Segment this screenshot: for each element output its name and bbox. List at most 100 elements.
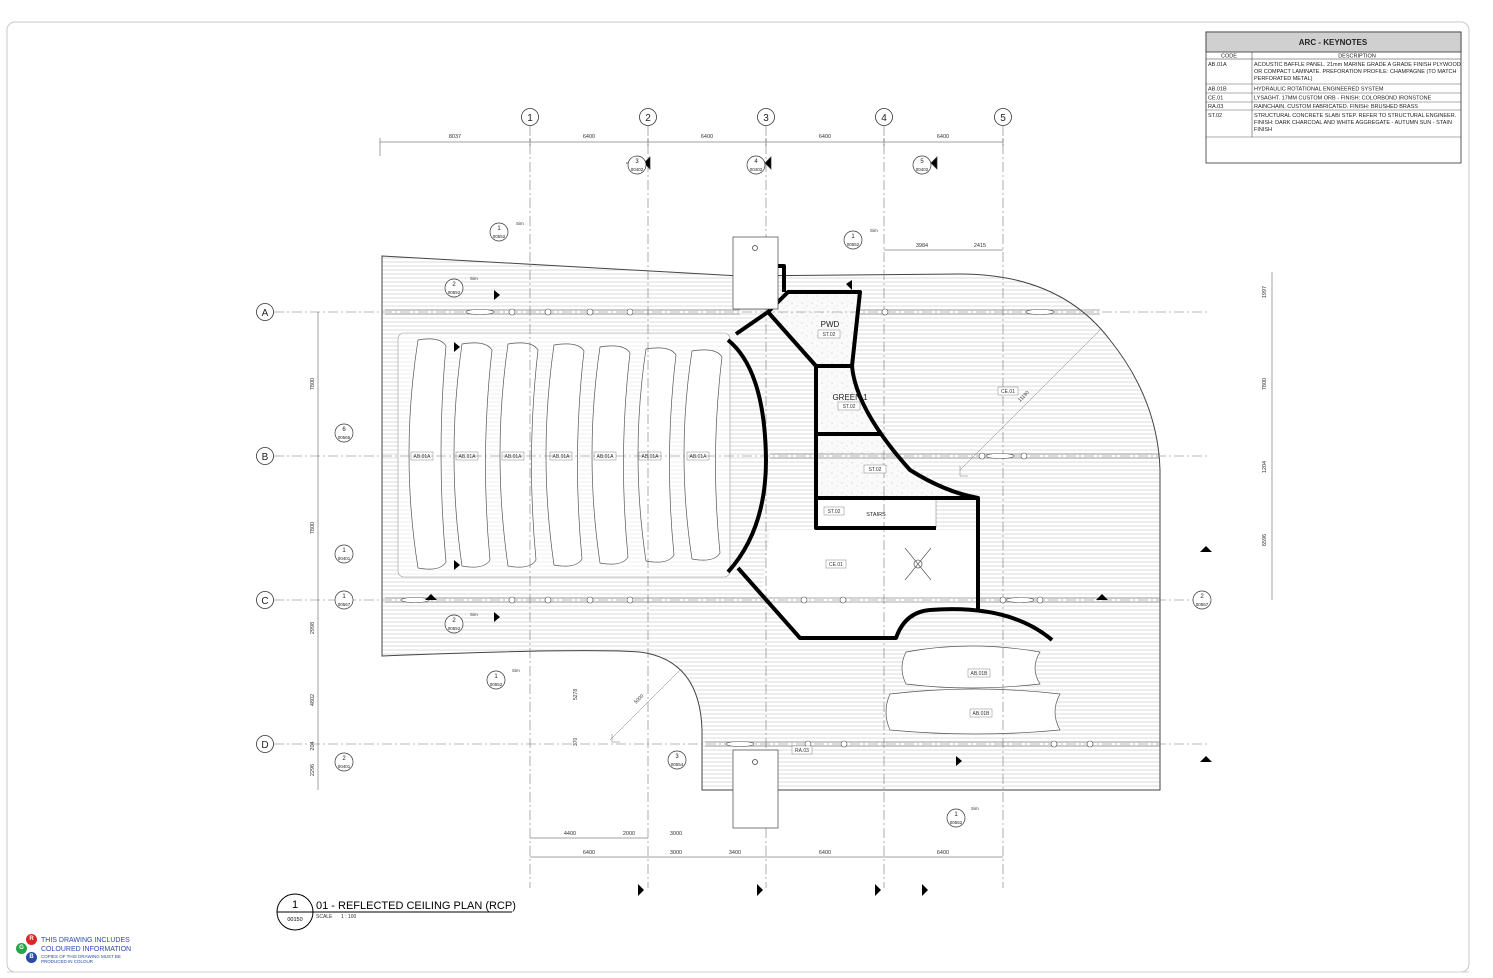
marker-num: 1 [497,226,501,232]
marker-sim: Sim [470,276,478,281]
marker-num: 1 [342,548,346,554]
keynotes-col-description: DESCRIPTION [1338,54,1376,60]
marker-ref: 00567 [338,602,351,607]
marker-ref: 00552 [448,626,461,631]
dim-bottom: 4400 [564,831,576,837]
tag-ce01: CE.01 [1001,389,1015,395]
legend-line3: COPIES OF THIS DRAWING MUST BE [41,954,121,959]
keynote-description: HYDRAULIC ROTATIONAL ENGINEERED SYSTEM [1254,87,1384,93]
title-number: 1 [292,899,298,911]
marker-ref: 00401 [338,556,351,561]
keynote-code: RA.03 [1208,104,1223,110]
keynote-code: ST.02 [1208,113,1222,119]
legend-line2: COLOURED INFORMATION [41,946,132,953]
marker-ref: 00552 [448,290,461,295]
marker-num: 2 [342,756,346,762]
room-label-green1: GREEN 1 [832,393,868,402]
core-walls [726,264,1054,642]
marker-sim: Sim [971,806,979,811]
dim-top: 6400 [583,134,595,140]
dim-bottom: 3400 [729,850,741,856]
dim-left: 4802 [310,694,316,706]
marker-num: 2 [452,618,456,624]
marker-sim: Sim [512,668,520,673]
grid-letter: B [262,452,269,463]
marker-ref: 00552 [847,242,860,247]
dim-top: 8037 [449,134,461,140]
ceiling-fan-symbol [904,547,932,581]
light-rails [385,308,1160,748]
marker-ref: 00567 [1196,602,1209,607]
dim-left: 2296 [310,764,316,776]
room-label-stairs: STAIRS [866,512,886,518]
tag-ab01a: AB.01A [553,454,571,460]
grid-letter: A [262,308,269,319]
dim-right: 1204 [1262,461,1268,473]
keynote-description: STRUCTURAL CONCRETE SLAB/ STEP. REFER TO… [1254,113,1457,119]
legend-dot-r: R [26,934,37,945]
marker-num: 1 [954,812,958,818]
dim-bottom: 6400 [819,850,831,856]
marker-ref: 00402 [750,167,763,172]
keynote-code: AB.01B [1208,87,1227,93]
tag-st02: ST.02 [869,467,882,473]
grid-letter: C [261,596,268,607]
marker-num: 3 [675,754,679,760]
keynote-description: FINISH [1254,127,1272,133]
marker-num: 5 [920,159,924,165]
tag-st02: ST.02 [843,404,856,410]
dim-bottom: 3000 [670,831,682,837]
keynote-code: CE.01 [1208,96,1223,102]
slab-area [816,434,978,498]
tag-ab01a: AB.01A [690,454,708,460]
title-sheet: 00150 [287,917,302,923]
keynotes-col-code: CODE [1221,54,1237,60]
keynotes-table: ARC - KEYNOTES CODE DESCRIPTION AB.01A A… [1205,31,1462,164]
grid-bubbles-top [521,108,1012,126]
marker-ref: 00565 [338,435,351,440]
marker-sim: Sim [470,612,478,617]
dim-left: 204 [310,741,316,750]
pwd-room [768,292,860,366]
tag-ab01a: AB.01A [414,454,432,460]
dim-top: 6400 [937,134,949,140]
keynote-description: LYSAGHT. 17MM CUSTOM ORB - FINISH: COLOR… [1254,96,1432,102]
tag-ab01b: AB.01B [971,671,989,677]
dimension-lines [317,138,1273,858]
grid-number: 1 [527,113,533,124]
tag-ab01a: AB.01A [505,454,523,460]
legend-dot-b: B [26,952,37,963]
marker-ref: 00552 [493,234,506,239]
marker-ref: 00402 [916,167,929,172]
dim-top: 6400 [819,134,831,140]
dim-bottom: 3000 [670,850,682,856]
marker-num: 1 [342,594,346,600]
marker-texts: 3 00402 4 00402 5 00402 1 00552 1 00552 … [338,159,1209,825]
marker-sim: Sim [870,228,878,233]
tag-st02: ST.02 [828,509,841,515]
keynote-description: PERFORATED METAL) [1254,76,1313,82]
tag-ra03: RA.03 [795,748,809,754]
dim-left: 2998 [310,622,316,634]
dim-left: 7800 [310,522,316,534]
marker-num: 2 [1200,594,1204,600]
dim-left: 7800 [310,378,316,390]
marker-num: 1 [851,234,855,240]
room-label-pwd: PWD [821,320,840,329]
dim-right: 7800 [1262,378,1268,390]
keynote-description: OR COMPACT LAMINATE. PREFORATION PROFILE… [1254,69,1457,75]
dim-5278: 5278 [573,689,579,700]
green-room [816,366,880,434]
marker-sim: Sim [516,221,524,226]
tag-ab01b: AB.01B [973,711,991,717]
legend-line1: THIS DRAWING INCLUDES [41,937,130,944]
keynote-description: FINISH: DARK CHARCOAL AND WHITE AGGREGAT… [1254,120,1452,126]
marker-num: 3 [635,159,639,165]
grid-number: 3 [763,113,769,124]
dim-right: 1997 [1262,286,1268,298]
marker-num: 2 [452,282,456,288]
tag-st02: ST.02 [823,332,836,338]
marker-ref: 00554 [671,762,684,767]
grid-number: 4 [881,113,887,124]
